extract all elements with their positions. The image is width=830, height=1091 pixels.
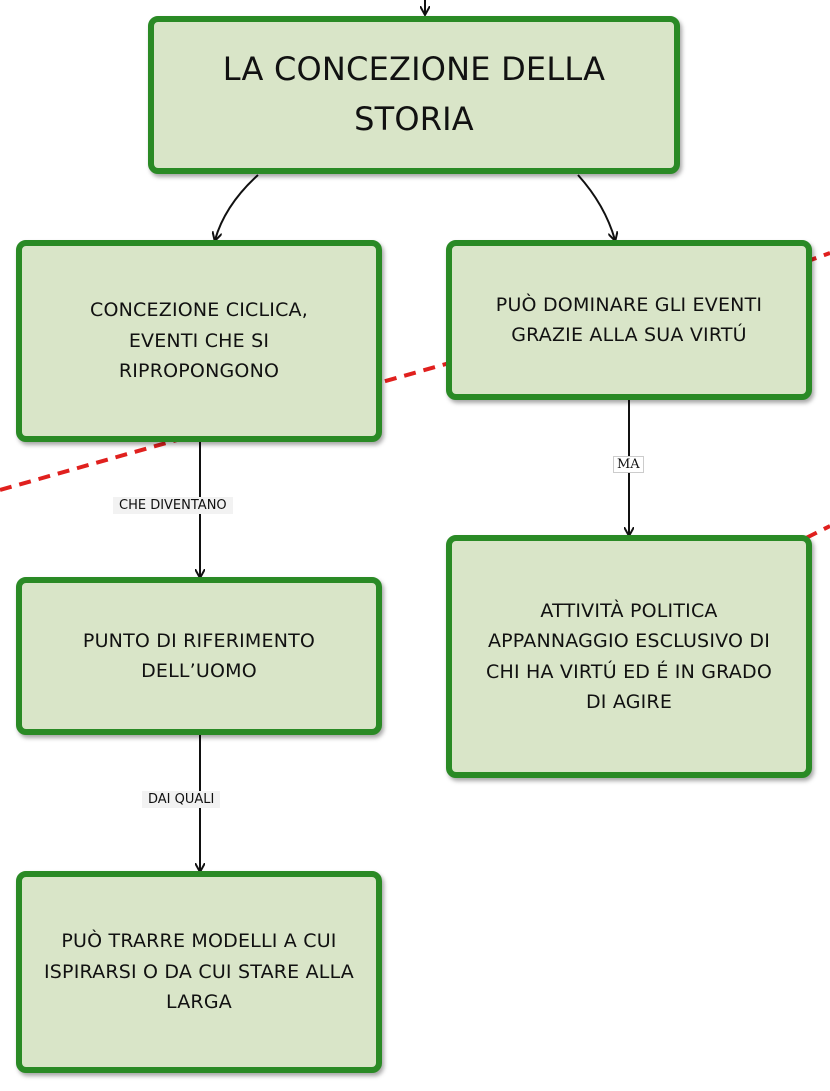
- link-label-from-which: DAI QUALI: [142, 791, 221, 808]
- link-label-but: MA: [613, 456, 644, 473]
- node-dominate-events-text: PUÒ DOMINARE GLI EVENTI GRAZIE ALLA SUA …: [495, 293, 763, 346]
- node-draw-models[interactable]: PUÒ TRARRE MODELLI A CUI ISPIRARSI O DA …: [16, 871, 382, 1073]
- node-political-activity[interactable]: ATTIVITÀ POLITICA APPANNAGGIO ESCLUSIVO …: [446, 535, 812, 778]
- node-title-text: LA CONCEZIONE DELLA STORIA: [222, 50, 606, 138]
- node-reference-point-text: PUNTO DI RIFERIMENTO DELL’UOMO: [82, 629, 316, 682]
- node-cyclic-conception[interactable]: CONCEZIONE CICLICA, EVENTI CHE SI RIPROP…: [16, 240, 382, 442]
- node-reference-point[interactable]: PUNTO DI RIFERIMENTO DELL’UOMO: [16, 577, 382, 735]
- node-dominate-events[interactable]: PUÒ DOMINARE GLI EVENTI GRAZIE ALLA SUA …: [446, 240, 812, 400]
- node-cyclic-conception-text: CONCEZIONE CICLICA, EVENTI CHE SI RIPROP…: [90, 299, 308, 383]
- dashed-relation-line-mid-right: [805, 524, 830, 540]
- arrow-title-to-dominate: [577, 174, 615, 240]
- node-title[interactable]: LA CONCEZIONE DELLA STORIA: [148, 16, 680, 174]
- link-label-becomes: CHE DIVENTANO: [113, 497, 233, 514]
- node-draw-models-text: PUÒ TRARRE MODELLI A CUI ISPIRARSI O DA …: [43, 930, 355, 1014]
- arrow-title-to-cyclic: [215, 174, 259, 240]
- node-political-activity-text: ATTIVITÀ POLITICA APPANNAGGIO ESCLUSIVO …: [485, 599, 772, 713]
